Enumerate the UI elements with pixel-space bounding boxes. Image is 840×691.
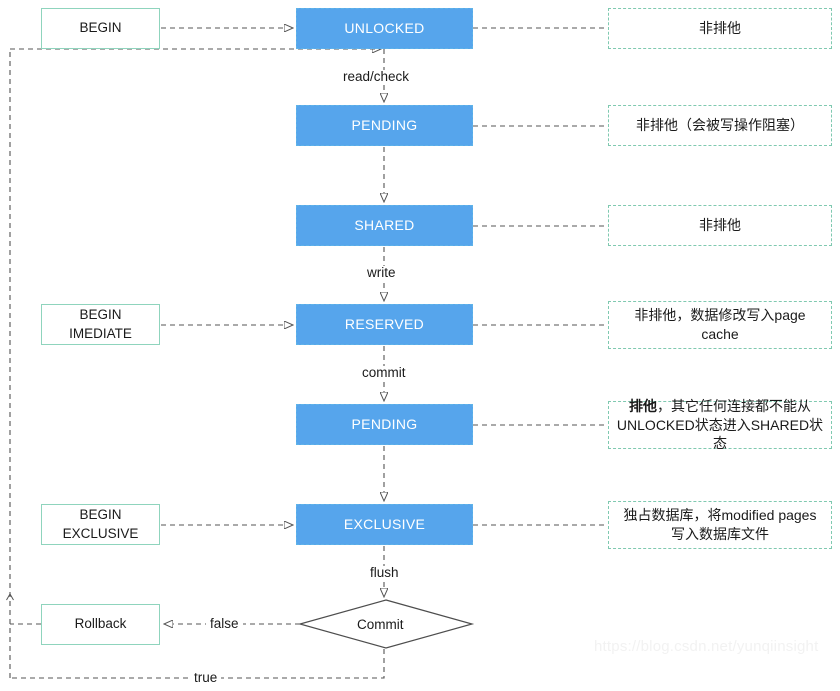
begin-node[interactable]: BEGIN [41,8,160,49]
note-exclusive: 独占数据库，将modified pages 写入数据库文件 [608,501,832,549]
watermark-text: https://blog.csdn.net/yunqiinsight [594,638,819,655]
edge-label-false: false [206,617,243,631]
begin-node-line1: BEGIN [79,20,122,36]
note-pending-1: 非排他（会被写操作阻塞） [608,105,832,146]
edge-label-true: true [190,671,222,685]
note-unlocked: 非排他 [608,8,832,49]
begin-imediate-line2: IMEDIATE [69,325,132,341]
state-shared-label: SHARED [354,217,415,234]
note-shared: 非排他 [608,205,832,246]
rollback-label: Rollback [74,616,127,632]
edge-commit-true-to-bus [10,649,385,679]
note-unlocked-line1: 非排他 [699,20,741,37]
state-pending-2-label: PENDING [351,416,418,433]
begin-exclusive-node[interactable]: BEGIN EXCLUSIVE [41,504,160,545]
note-exclusive-line2: 写入数据库文件 [670,526,769,542]
state-exclusive[interactable]: EXCLUSIVE [296,504,473,545]
commit-decision-diamond [297,599,475,649]
note-exclusive-line1: 独占数据库，将modified pages [623,507,817,524]
state-pending-1[interactable]: PENDING [296,105,473,146]
note-reserved: 非排他，数据修改写入page cache [608,301,832,349]
state-unlocked-label: UNLOCKED [344,20,425,37]
rollback-node[interactable]: Rollback [41,604,160,645]
begin-imediate-node[interactable]: BEGIN IMEDIATE [41,304,160,345]
state-shared[interactable]: SHARED [296,205,473,246]
state-reserved[interactable]: RESERVED [296,304,473,345]
state-pending-2[interactable]: PENDING [296,404,473,445]
note-pending-1-line1: 非排他（会被写操作阻塞） [636,117,804,134]
note-pending-2: 排他，其它任何连接都不能从 UNLOCKED状态进入SHARED状态 [608,397,832,452]
note-pending-2-line1: 排他，其它任何连接都不能从 [629,397,811,414]
begin-exclusive-line1: BEGIN [79,507,122,523]
edge-label-write: write [363,266,400,280]
state-exclusive-label: EXCLUSIVE [343,516,426,533]
note-pending-2-line2: UNLOCKED状态进入SHARED状态 [616,416,824,452]
edge-label-commit: commit [358,366,410,380]
state-reserved-label: RESERVED [344,316,425,333]
note-shared-line1: 非排他 [699,217,741,234]
left-bus-up-arrow [6,593,14,601]
state-unlocked[interactable]: UNLOCKED [296,8,473,49]
edge-label-read-check: read/check [339,70,414,84]
note-reserved-line2: cache [701,326,739,342]
commit-decision-label: Commit [357,617,404,632]
note-reserved-line1: 非排他，数据修改写入page [634,307,806,324]
state-pending-1-label: PENDING [351,117,418,134]
begin-exclusive-line2: EXCLUSIVE [62,525,139,541]
begin-imediate-line1: BEGIN [79,307,122,323]
edge-label-flush: flush [366,566,403,580]
